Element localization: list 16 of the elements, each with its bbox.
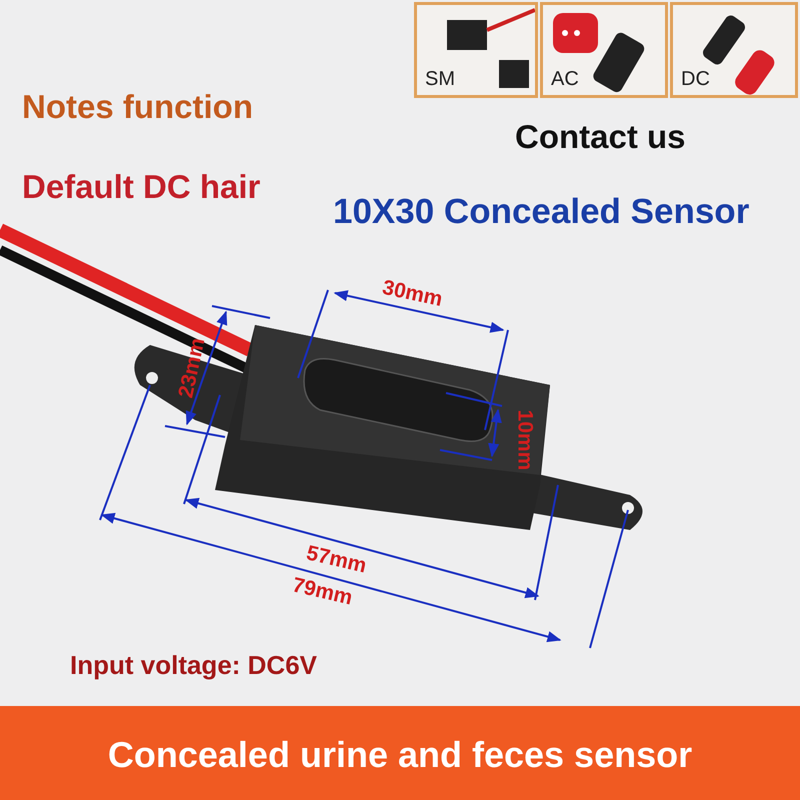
spec-text: Input voltage: DC6V (70, 650, 318, 681)
product-heading: 10X30 Concealed Sensor (333, 192, 750, 232)
note-text: Notes function (22, 88, 253, 126)
connector-label: DC (681, 68, 710, 91)
title-banner (0, 706, 800, 800)
contact-text: Contact us (515, 118, 686, 156)
banner-title: Concealed urine and feces sensor (106, 734, 694, 776)
dimension-label: 23mm (174, 336, 210, 400)
dimension-label: 30mm (380, 276, 445, 312)
connector-label: SM (425, 68, 455, 91)
dimension-label: 10mm (512, 410, 536, 470)
connector-photo-panel (540, 2, 668, 98)
note-text: Default DC hair (22, 168, 260, 206)
connector-label: AC (551, 68, 579, 91)
connector-photo-panel (670, 2, 798, 98)
connector-photo-panel (414, 2, 538, 98)
